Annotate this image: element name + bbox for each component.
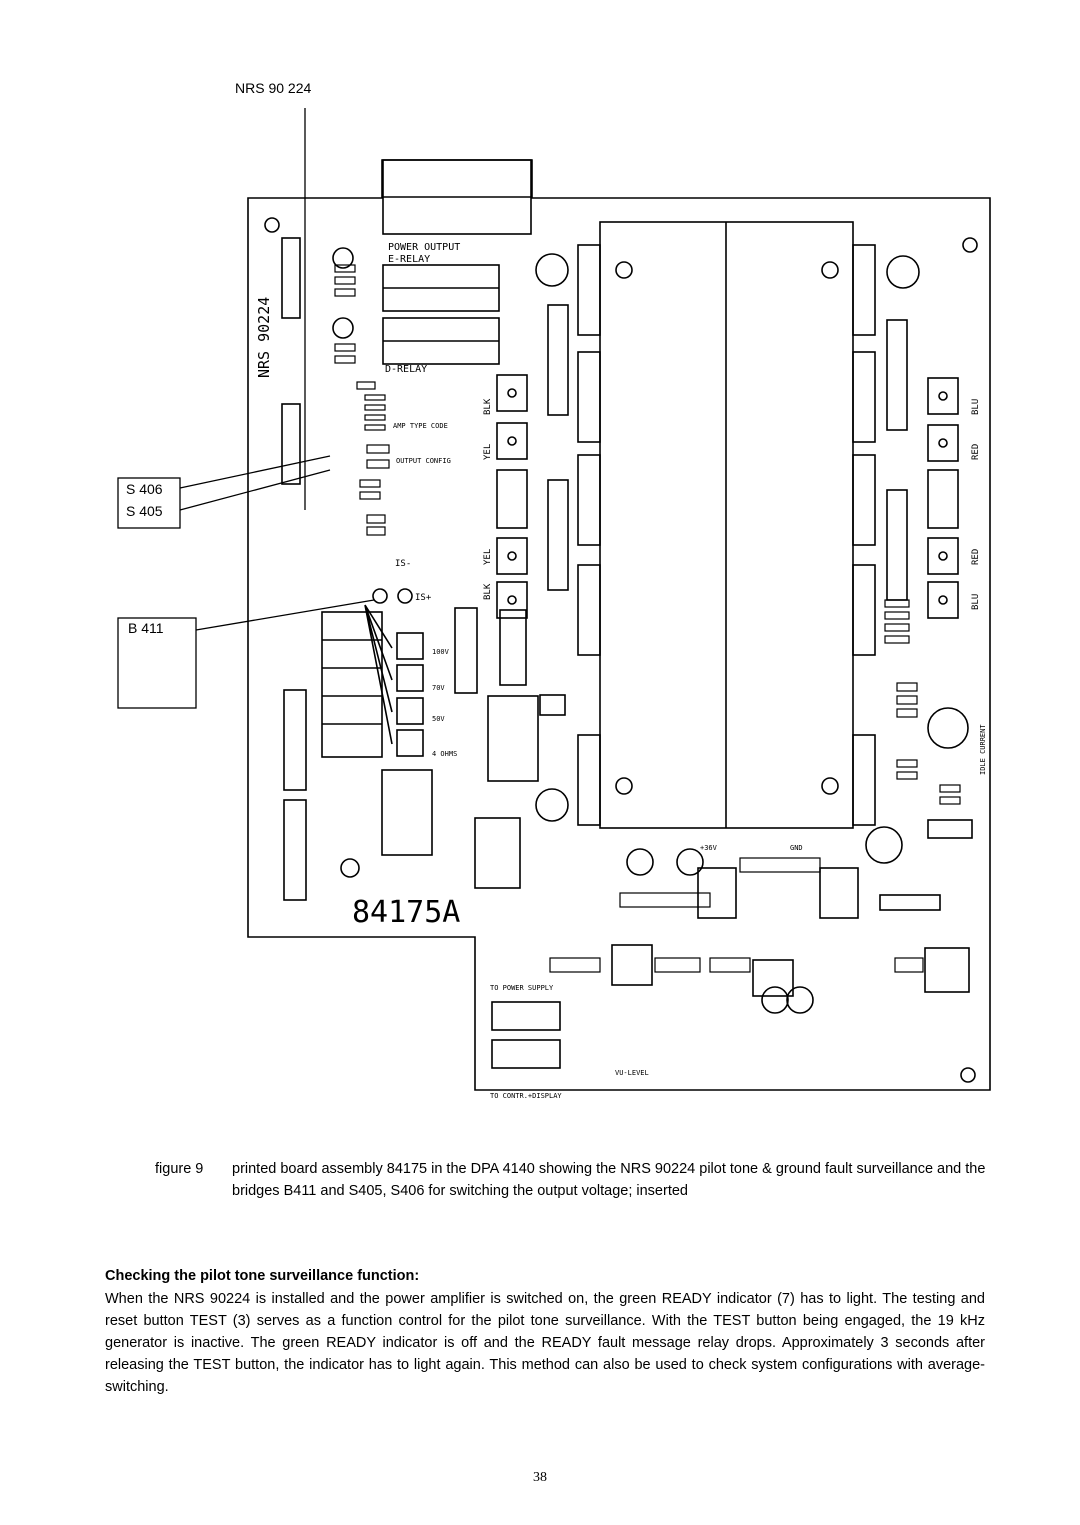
blu-label-1: BLU <box>971 399 981 415</box>
pcb-figure: 84175A NRS 90224 POWER OUTPUT E-RELAY D-… <box>117 80 991 1100</box>
yel-label-1: YEL <box>483 444 493 460</box>
v100-label: 100V <box>432 648 450 656</box>
figure-caption-text: printed board assembly 84175 in the DPA … <box>232 1161 986 1199</box>
board-number: 84175A <box>352 895 460 930</box>
yel-label-2: YEL <box>483 549 493 565</box>
transformer <box>487 695 539 782</box>
amp-type-code-label: AMP TYPE CODE <box>393 422 448 430</box>
nrs-module-strip-bottom <box>281 403 301 485</box>
mount-hole <box>821 261 839 279</box>
b411-jumper-a <box>372 588 388 604</box>
idle-current-label: IDLE CURRENT <box>979 724 987 775</box>
blu-label-2: BLU <box>971 594 981 610</box>
d-relay-label: D-RELAY <box>385 364 427 375</box>
is-plus-label: IS+ <box>415 593 432 603</box>
section-body: When the NRS 90224 is installed and the … <box>105 1291 985 1395</box>
blk-label-2: BLK <box>483 583 493 600</box>
red-label-2: RED <box>971 549 981 565</box>
board-outline <box>247 159 991 1091</box>
blk-label-1: BLK <box>483 398 493 415</box>
figure-label: figure 9 <box>155 1161 204 1177</box>
s406-callout-label: S 406 <box>126 481 163 497</box>
mount-hole <box>615 777 633 795</box>
s-callout-box <box>117 477 181 529</box>
is-minus-label: IS- <box>395 559 411 569</box>
vu-level-label: VU-LEVEL <box>615 1069 649 1077</box>
b411-callout-label: B 411 <box>128 620 164 636</box>
s405-callout-label: S 405 <box>126 503 163 519</box>
mount-hole <box>340 858 360 878</box>
module-label: NRS 90224 <box>255 297 273 378</box>
mount-hole <box>264 217 280 233</box>
output-voltage-connector <box>321 611 383 758</box>
mount-hole <box>821 777 839 795</box>
4ohms-label: 4 OHMS <box>432 750 457 758</box>
mount-hole <box>962 237 978 253</box>
plus36v-label: +36V <box>700 844 718 852</box>
section-heading: Checking the pilot tone surveillance fun… <box>105 1268 420 1284</box>
b411-callout-box <box>117 617 197 709</box>
output-config-label: OUTPUT CONFIG <box>396 457 451 465</box>
red-label-1: RED <box>971 444 981 460</box>
nrs-callout-label: NRS 90 224 <box>235 80 312 96</box>
v50-label: 50V <box>432 715 445 723</box>
v70-label: 70V <box>432 684 445 692</box>
power-output-label: POWER OUTPUT <box>388 242 460 253</box>
nrs-module-strip-top <box>281 237 301 319</box>
mount-hole <box>960 1067 976 1083</box>
mount-hole <box>615 261 633 279</box>
b411-jumper-b <box>397 588 413 604</box>
to-contr-display-label: TO CONTR.+DISPLAY <box>490 1092 562 1100</box>
to-power-supply-label: TO POWER SUPPLY <box>490 984 554 992</box>
e-relay-label: E-RELAY <box>388 254 430 265</box>
pcb-drawing: 84175A NRS 90224 POWER OUTPUT E-RELAY D-… <box>117 108 991 1100</box>
page-number: 38 <box>533 1470 547 1485</box>
gnd-label: GND <box>790 844 803 852</box>
figure-caption: figure 9 printed board assembly 84175 in… <box>155 1158 995 1202</box>
